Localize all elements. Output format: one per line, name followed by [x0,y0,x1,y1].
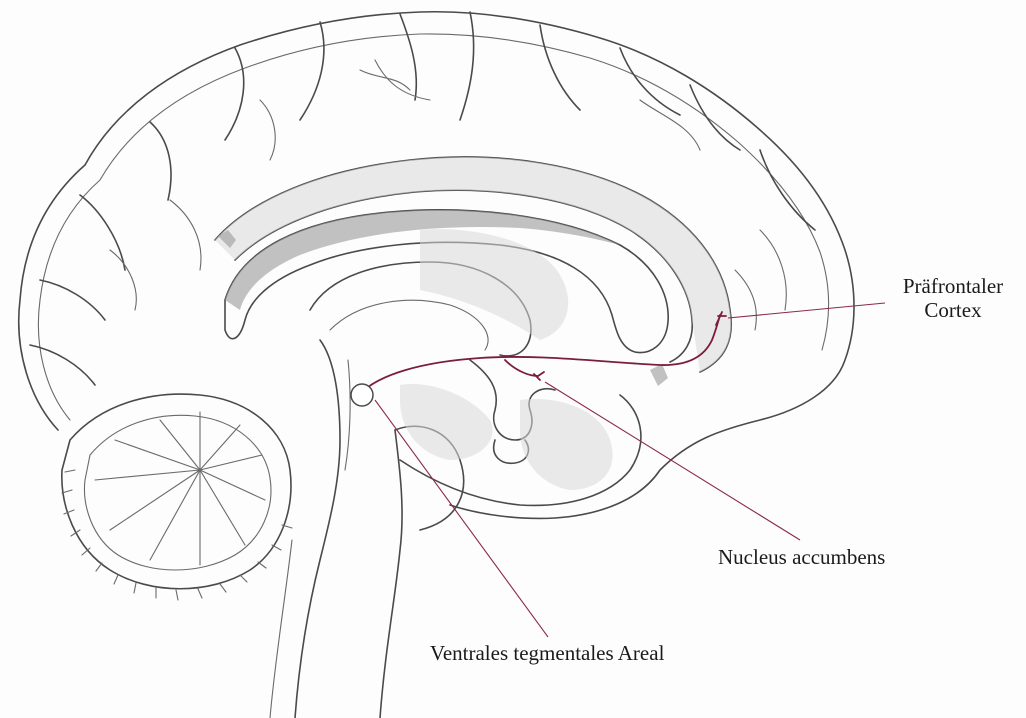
sulcus-line [540,25,580,110]
cerebellum-arbor-vitae [95,412,265,565]
label-prefrontal-line2: Cortex [888,298,1018,322]
sulcus-line [620,48,680,115]
sulcus-line [760,230,786,310]
sulcus-line [735,270,756,330]
sulcus-line [360,60,430,100]
sulcus-line [400,14,416,100]
cerebellum-inner [84,415,270,570]
leader-prefrontal [728,303,885,318]
sulcus-line [640,100,700,150]
sulcus-line [40,280,105,320]
sulcus-line [300,22,324,120]
brainstem-mid [345,360,350,470]
label-nucleus-accumbens: Nucleus accumbens [718,545,885,569]
label-prefrontal-line1: Präfrontaler [888,274,1018,298]
thalamus [330,300,488,350]
sulcus-line [30,345,95,385]
cerebellum [62,394,291,589]
sulcus-line [80,195,125,270]
sulcus-line [170,200,201,270]
label-prefrontal-cortex: Präfrontaler Cortex [888,274,1018,322]
sulcus-line [260,100,275,160]
cerebellum-folia [62,470,292,600]
sulcus-line [760,150,815,230]
midbrain-line [270,540,292,718]
sulcus-line [460,12,474,120]
brainstem [295,340,340,718]
label-ventral-tegmental-area: Ventrales tegmentales Areal [430,641,664,665]
sulcus-line [225,48,244,140]
brainstem-front [380,430,402,718]
vta-marker [351,384,373,406]
sulcus-line [150,122,171,200]
